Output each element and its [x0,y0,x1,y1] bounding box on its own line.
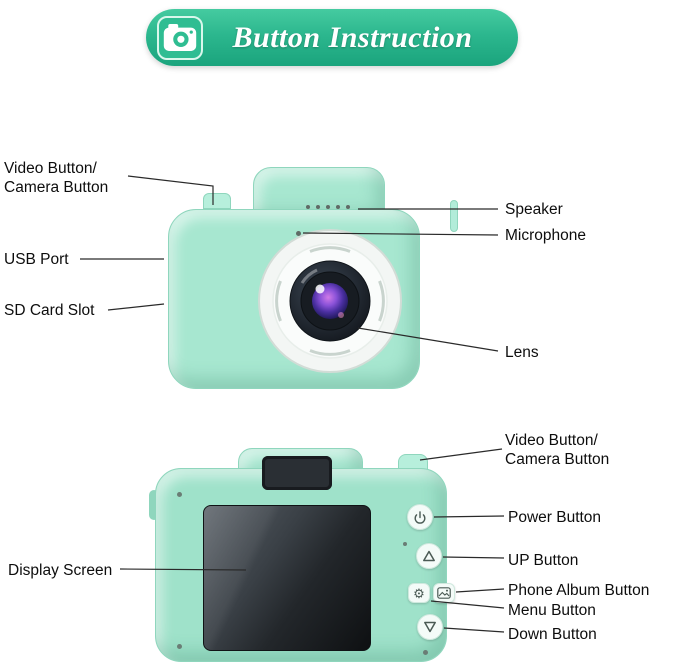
display-screen [203,505,371,651]
menu-button: ⚙ [408,583,430,603]
up-button [416,543,442,569]
back-camera: ⚙ [149,448,460,664]
label-menu-button: Menu Button [508,602,596,619]
label-album-button: Phone Album Button [508,582,650,599]
front-camera [165,165,465,395]
gear-icon: ⚙ [413,585,425,601]
photo-album-button [433,583,455,603]
screw [177,492,182,497]
page-title: Button Instruction [232,20,473,54]
label-speaker: Speaker [505,201,563,218]
speaker-dot [306,205,310,209]
indicator-dot [403,542,407,546]
label-back-video-button: Video Button/ Camera Button [505,432,610,469]
up-arrow-icon [423,550,435,562]
photo-icon [437,587,451,599]
down-button [417,614,443,640]
speaker-grill [306,205,350,209]
down-arrow-icon [424,621,436,633]
label-microphone: Microphone [505,227,586,244]
microphone-hole [296,231,301,236]
label-power-button: Power Button [508,509,602,526]
label-up-button: UP Button [508,552,579,569]
speaker-dot [346,205,350,209]
label-front-video-button: Video Button/ Camera Button [4,160,109,197]
label-lens: Lens [505,344,539,361]
leader-sd-card [107,303,165,311]
leader-album-button [455,588,505,593]
camera-lens [258,229,402,373]
shutter-button [203,193,231,209]
camera-icon-glyph [163,24,197,51]
speaker-dot [316,205,320,209]
screw [177,644,182,649]
camera-icon [157,15,203,60]
label-usb-port: USB Port [4,251,69,268]
screw [423,650,428,655]
label-display-screen: Display Screen [8,562,113,579]
speaker-dot [326,205,330,209]
title-banner: Button Instruction [146,9,518,66]
label-down-button: Down Button [508,626,597,643]
front-strap-lug [450,200,458,232]
viewfinder-window [262,456,332,490]
speaker-dot [336,205,340,209]
power-icon [414,511,426,524]
back-strap-lug [149,490,159,520]
power-button [407,504,433,530]
label-sd-card-slot: SD Card Slot [4,302,95,319]
